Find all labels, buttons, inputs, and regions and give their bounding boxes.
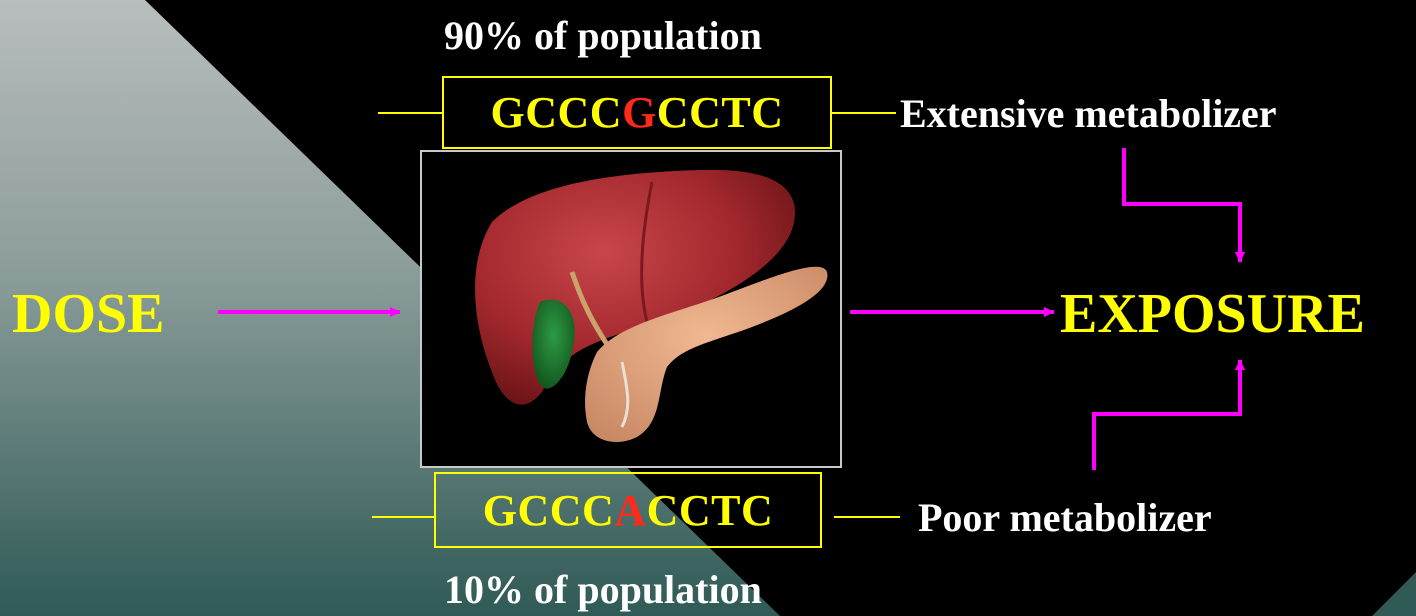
poor-to-exposure-arrow <box>1094 360 1240 470</box>
extensive-to-exposure-arrow <box>1124 148 1240 262</box>
